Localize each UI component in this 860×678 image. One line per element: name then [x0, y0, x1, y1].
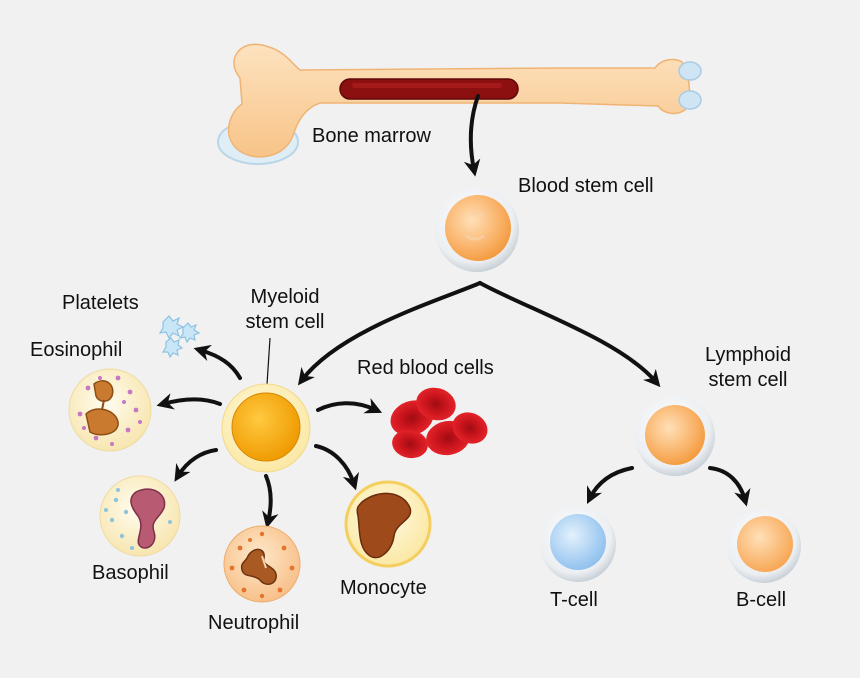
basophil-cell: [99, 475, 181, 557]
label-myeloid-stem-cell: Myeloid stem cell: [232, 285, 338, 335]
label-basophil: Basophil: [92, 562, 169, 584]
myeloid-stem-cell: [221, 383, 311, 473]
neutrophil-cell: [223, 525, 301, 603]
label-neutrophil: Neutrophil: [208, 612, 300, 634]
label-b-cell: B-cell: [736, 589, 787, 611]
t-cell: [540, 506, 616, 582]
blood-stem-cell: [435, 188, 519, 272]
label-eosinophil: Eosinophil: [30, 339, 123, 361]
differentiation-arrows: [156, 94, 751, 529]
label-monocyte: Monocyte: [340, 577, 427, 599]
label-lymphoid-stem-cell: Lymphoid stem cell: [686, 343, 810, 393]
label-lymphoid-line2: stem cell: [708, 369, 788, 391]
label-myeloid-line2: stem cell: [245, 311, 325, 333]
label-bone-marrow: Bone marrow: [312, 125, 431, 147]
b-cell: [727, 509, 801, 583]
bone-marrow-cavity: [339, 78, 519, 100]
bone-illustration: [217, 43, 702, 165]
label-myeloid-line1: Myeloid: [250, 286, 320, 308]
label-red-blood-cells: Red blood cells: [357, 357, 494, 379]
label-t-cell: T-cell: [550, 589, 598, 611]
label-blood-stem-cell: Blood stem cell: [518, 175, 654, 197]
eosinophil-cell: [68, 368, 152, 452]
monocyte-cell: [344, 480, 432, 568]
red-blood-cells-illustration: [390, 387, 488, 459]
label-platelets: Platelets: [62, 292, 139, 314]
label-lymphoid-line1: Lymphoid: [705, 344, 791, 366]
platelets-illustration: [158, 315, 201, 359]
lymphoid-stem-cell: [635, 396, 715, 476]
